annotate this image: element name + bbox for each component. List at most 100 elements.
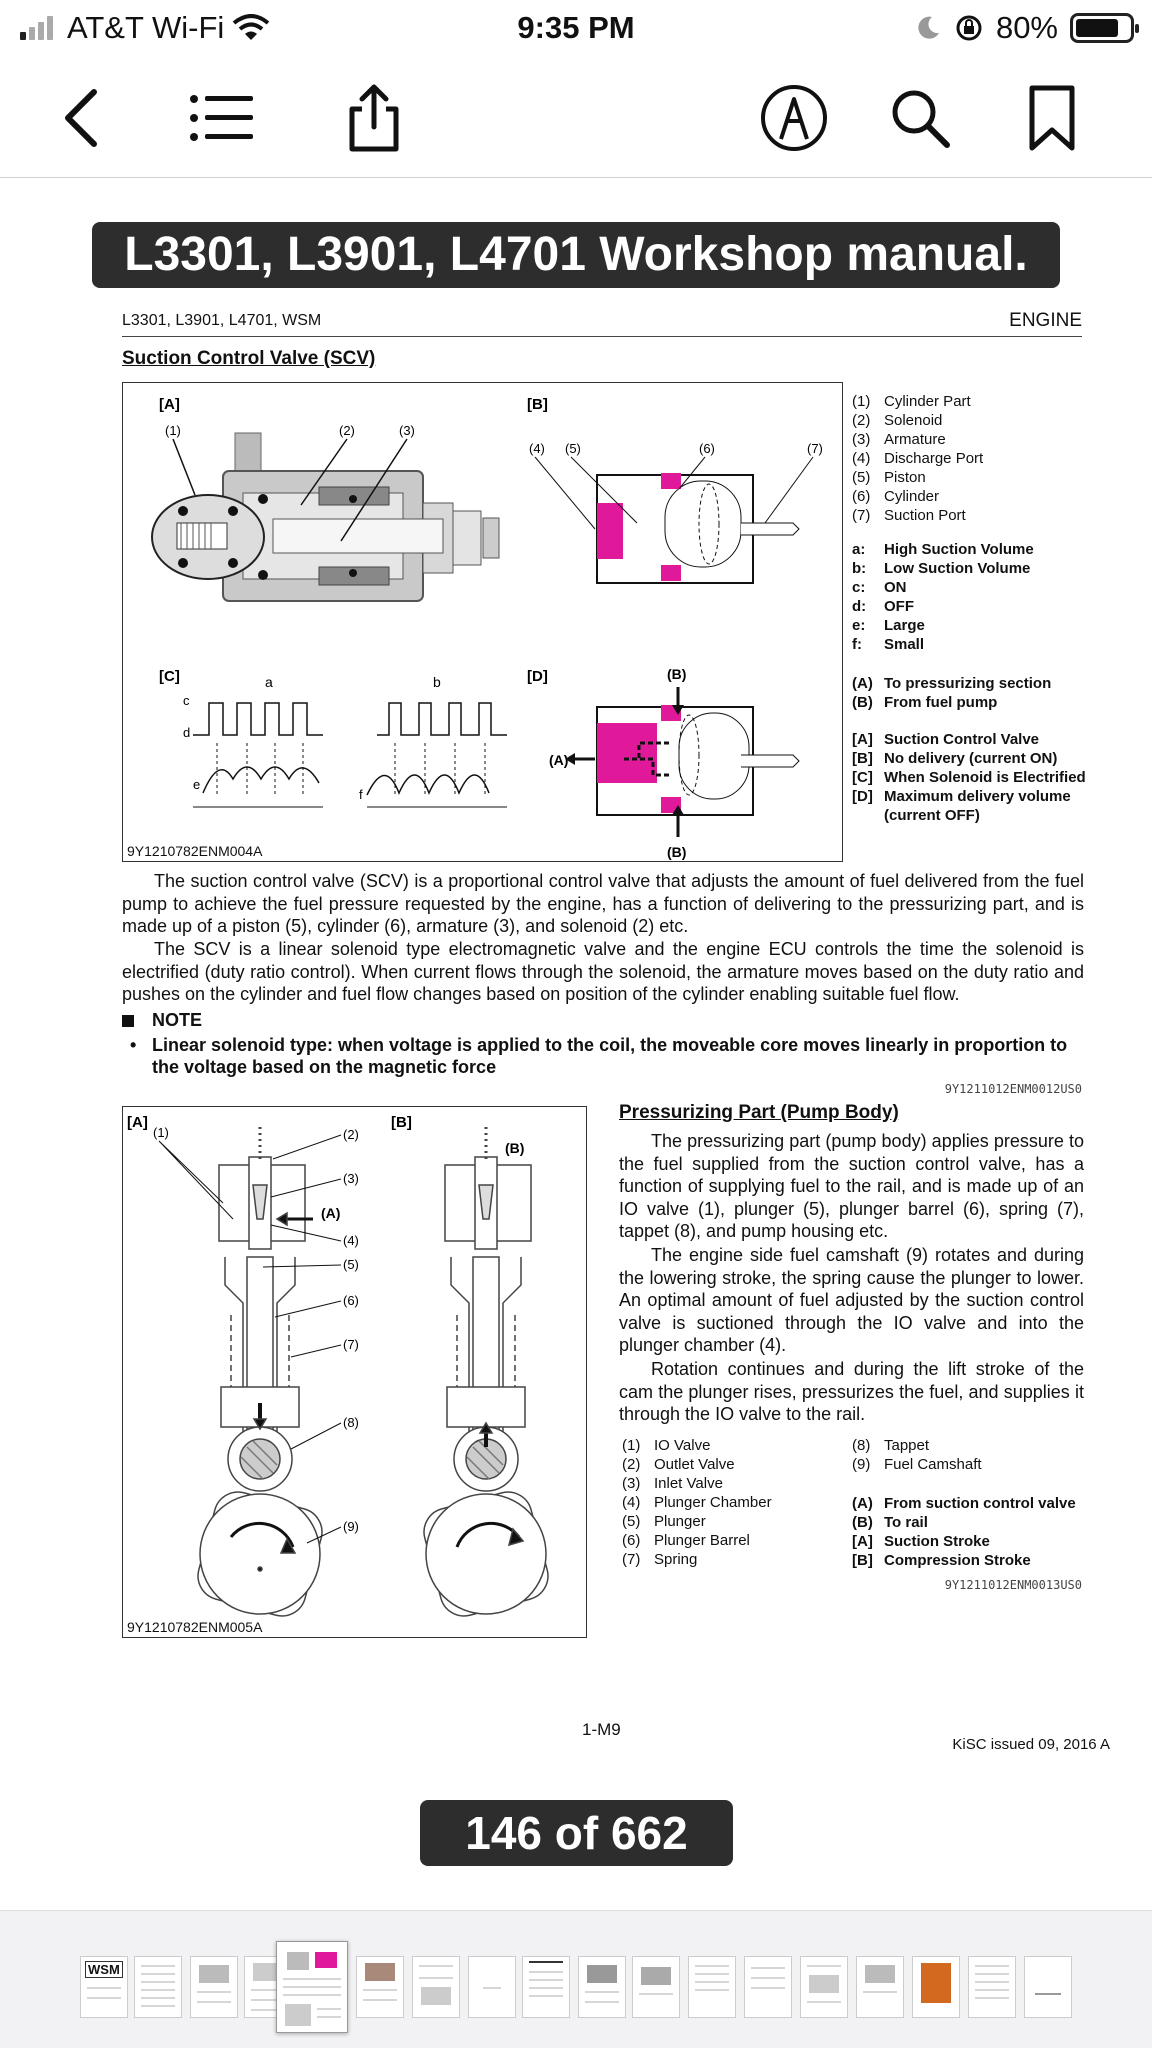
- contents-button[interactable]: [182, 78, 262, 158]
- share-button[interactable]: [334, 78, 414, 158]
- valve-no-delivery: [534, 456, 814, 584]
- fig1-callout-2: (2): [339, 423, 355, 438]
- clock: 9:35 PM: [517, 10, 635, 45]
- bullet-icon: •: [130, 1035, 137, 1055]
- legend-pump-strokes: (A)From suction control valve (B)To rail…: [852, 1494, 1076, 1570]
- wifi-icon: [233, 14, 270, 40]
- legend-pump-parts-2: (8)Tappet (9)Fuel Camshaft: [852, 1436, 982, 1474]
- fig1-label-B-bottom: (B): [667, 844, 686, 860]
- legend-item: e:Large: [852, 617, 925, 634]
- section-title: Suction Control Valve (SCV): [122, 348, 376, 369]
- legend-item: (A)From suction control valve: [852, 1495, 1076, 1512]
- legend-item: (8)Tappet: [852, 1437, 930, 1454]
- carrier-info: AT&T Wi-Fi: [20, 10, 270, 46]
- fig2-callout-6: (6): [343, 1293, 359, 1308]
- page-thumbnail[interactable]: [800, 1956, 848, 2018]
- legend-item: (3)Inlet Valve: [622, 1475, 723, 1492]
- fig1-label-c: c: [183, 693, 190, 708]
- fig2-callout-7: (7): [343, 1337, 359, 1352]
- legend-item: [A]Suction Control Valve: [852, 731, 1040, 748]
- back-button[interactable]: [40, 78, 120, 158]
- carrier-label: AT&T Wi-Fi: [67, 10, 225, 45]
- subsection-title: Pressurizing Part (Pump Body): [619, 1102, 899, 1123]
- legend-item: (6)Plunger Barrel: [622, 1532, 750, 1549]
- valve-max-delivery: [565, 687, 800, 837]
- legend-item: (6)Cylinder: [852, 488, 940, 505]
- legend-item: (7)Spring: [622, 1551, 698, 1568]
- fig2-label-A-arrow: (A): [321, 1205, 340, 1221]
- page-thumbnail[interactable]: [968, 1956, 1016, 2018]
- paragraph-pump-intro: The pressurizing part (pump body) applie…: [619, 1131, 1084, 1241]
- page-thumbnail[interactable]: [1024, 1956, 1072, 2018]
- battery-icon: [1070, 13, 1139, 43]
- fig1-label-f: f: [359, 787, 363, 802]
- search-button[interactable]: [880, 78, 960, 158]
- legend-item: (A)To pressurizing section: [852, 675, 1052, 692]
- legend-item: (4)Discharge Port: [852, 450, 984, 467]
- share-icon: [349, 84, 399, 152]
- legend-item: (1)Cylinder Part: [852, 393, 971, 410]
- page-counter: 146 of 662: [420, 1800, 733, 1866]
- fig1-label-d: d: [183, 725, 190, 740]
- legend-flow: (A)To pressurizing section (B)From fuel …: [852, 674, 1051, 712]
- note-square-icon: [122, 1014, 134, 1027]
- page-thumbnail-current[interactable]: [276, 1941, 348, 2033]
- fig2-code: 9Y1210782ENM005A: [127, 1619, 263, 1635]
- solenoid-cross-section: [151, 432, 500, 602]
- legend-item: (2)Solenoid: [852, 412, 943, 429]
- status-right: 80%: [914, 10, 1139, 46]
- legend-parts: (1)Cylinder Part (2)Solenoid (3)Armature…: [852, 392, 983, 525]
- page-thumbnail[interactable]: [134, 1956, 182, 2018]
- page-thumbnail[interactable]: WSM: [80, 1956, 128, 2018]
- legend-item: b:Low Suction Volume: [852, 560, 1031, 577]
- legend-item: (9)Fuel Camshaft: [852, 1456, 982, 1473]
- legend-item: d:OFF: [852, 598, 914, 615]
- back-icon: [65, 89, 97, 147]
- fig1-callout-5: (5): [565, 441, 581, 456]
- page-header-left: L3301, L3901, L4701, WSM: [122, 312, 322, 329]
- page-thumbnail[interactable]: [356, 1956, 404, 2018]
- legend-item: (7)Suction Port: [852, 507, 966, 524]
- fig1-callout-3: (3): [399, 423, 415, 438]
- page-thumbnail[interactable]: [688, 1956, 736, 2018]
- fig1-label-b: b: [433, 674, 441, 690]
- fig1-label-e: e: [193, 777, 200, 792]
- thumbnail-strip[interactable]: WSM: [0, 1910, 1152, 2048]
- legend-item: f:Small: [852, 636, 925, 653]
- page-number: 1-M9: [582, 1720, 621, 1739]
- bookmark-button[interactable]: [1012, 78, 1092, 158]
- legend-item: [A]Suction Stroke: [852, 1533, 990, 1550]
- page-thumbnail[interactable]: [578, 1956, 626, 2018]
- signal-icon: [20, 16, 53, 40]
- fig2-label-B: [B]: [391, 1114, 412, 1131]
- page-thumbnail[interactable]: [632, 1956, 680, 2018]
- reader-toolbar: [0, 60, 1152, 178]
- fig1-label-A-left: (A): [549, 752, 568, 768]
- doc-code-2: 9Y1211012ENM0013US0: [944, 1578, 1082, 1592]
- issue-note: KiSC issued 09, 2016 A: [952, 1736, 1110, 1753]
- paragraph-scv-solenoid: The SCV is a linear solenoid type electr…: [122, 939, 1084, 1004]
- duty-ratio-waveform: [193, 702, 507, 808]
- fig2-callout-5: (5): [343, 1257, 359, 1272]
- fig1-label-B-top: (B): [667, 666, 686, 682]
- markup-button[interactable]: [754, 78, 834, 158]
- page-thumbnail[interactable]: [468, 1956, 516, 2018]
- legend-item: [C]When Solenoid is Electrified: [852, 769, 1086, 786]
- page-thumbnail[interactable]: [912, 1956, 960, 2018]
- fig2-callout-1: (1): [153, 1125, 169, 1140]
- legend-item: (5)Plunger: [622, 1513, 706, 1530]
- pdf-page[interactable]: L3301, L3901, L4701, WSM ENGINE Suction …: [122, 300, 1110, 1770]
- fig1-label-D: [D]: [527, 668, 548, 685]
- paragraph-scv-intro: The suction control valve (SCV) is a pro…: [122, 871, 1084, 936]
- page-thumbnail[interactable]: [522, 1956, 570, 2018]
- legend-item: (B)To rail: [852, 1514, 928, 1531]
- page-thumbnail[interactable]: [856, 1956, 904, 2018]
- note-body: •Linear solenoid type: when voltage is a…: [130, 1035, 1068, 1077]
- page-thumbnail[interactable]: [412, 1956, 460, 2018]
- legend-views: [A]Suction Control Valve [B]No delivery …: [852, 730, 1092, 825]
- page-thumbnail[interactable]: [190, 1956, 238, 2018]
- legend-item: (5)Piston: [852, 469, 926, 486]
- fig1-label-A: [A]: [159, 396, 180, 413]
- paragraph-pump-lowering: The engine side fuel camshaft (9) rotate…: [619, 1245, 1084, 1355]
- page-thumbnail[interactable]: [744, 1956, 792, 2018]
